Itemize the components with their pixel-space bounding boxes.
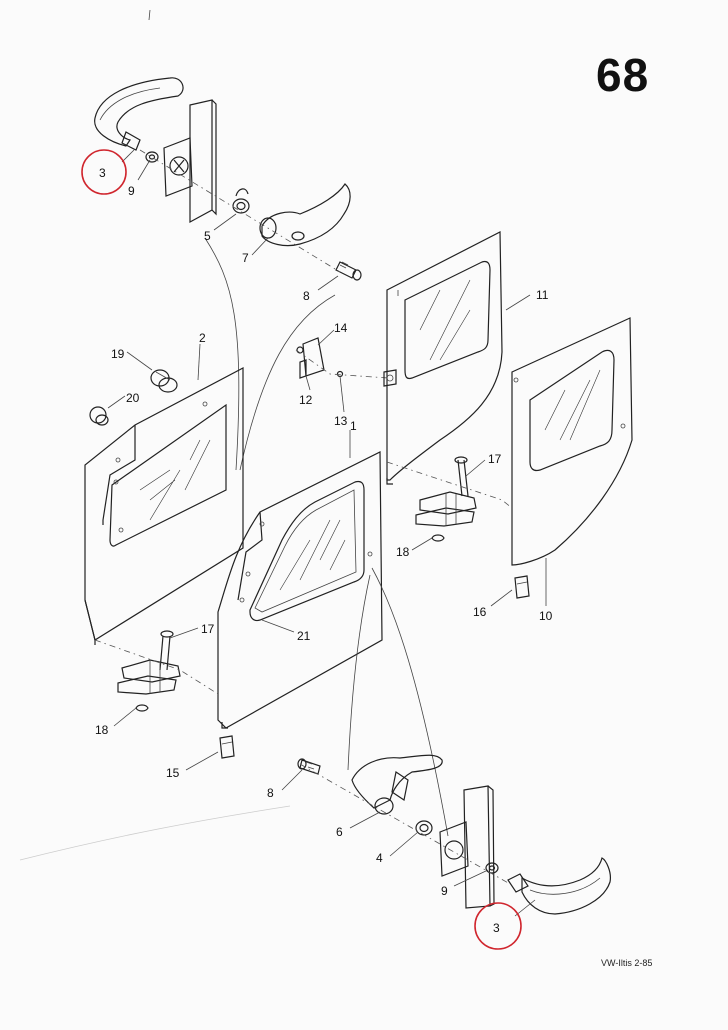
label-7: 7 <box>242 251 249 265</box>
top-door-post <box>163 99 217 224</box>
clip-18-upper <box>431 534 445 542</box>
guide-curve-1 <box>204 237 240 471</box>
hinge-pin-17-upper <box>415 456 477 527</box>
label-21: 21 <box>297 629 311 643</box>
top-door-handle <box>94 77 184 151</box>
top-spring-5 <box>232 188 250 214</box>
stop-block-15 <box>219 735 235 759</box>
label-14: 14 <box>334 321 348 335</box>
bottom-inner-handle-6 <box>351 754 443 815</box>
label-15: 15 <box>166 766 180 780</box>
label-20: 20 <box>126 391 140 405</box>
label-10: 10 <box>539 609 553 623</box>
label-5: 5 <box>204 229 211 243</box>
label-19: 19 <box>111 347 125 361</box>
label-17-upper: 17 <box>488 452 502 466</box>
door-panel-10 <box>511 317 633 566</box>
label-4: 4 <box>376 851 383 865</box>
label-3-top: 3 <box>99 166 106 180</box>
stop-block-16 <box>514 575 530 599</box>
axis-hinge <box>295 349 389 379</box>
leader-lines <box>107 149 547 917</box>
label-8-bottom: 8 <box>267 786 274 800</box>
top-washer-9 <box>145 151 159 163</box>
top-screw-8 <box>335 261 362 281</box>
scan-streak <box>19 805 291 861</box>
label-8-top: 8 <box>303 289 310 303</box>
label-18-upper: 18 <box>396 545 410 559</box>
bump-stop-19 <box>150 369 178 393</box>
axis-top-handle <box>139 149 341 273</box>
label-9-top: 9 <box>128 184 135 198</box>
label-2: 2 <box>199 331 206 345</box>
footer-code: VW-Iltis 2-85 <box>601 958 653 968</box>
label-18-lower: 18 <box>95 723 109 737</box>
page-number: 68 <box>596 49 650 101</box>
label-12: 12 <box>299 393 313 407</box>
bottom-screw-8 <box>297 758 321 775</box>
highlight-ring-bottom <box>474 902 522 950</box>
guide-curve-3 <box>371 567 449 837</box>
label-16: 16 <box>473 605 487 619</box>
axis-hinge-upper <box>386 461 513 509</box>
scan-mark <box>148 9 151 21</box>
door-panel-11 <box>383 231 503 485</box>
top-inner-handle-7 <box>259 183 351 247</box>
bottom-spring-4 <box>415 820 433 836</box>
axis-bottom-handle <box>299 763 511 885</box>
highlight-ring-top <box>81 149 127 195</box>
bump-stop-20 <box>89 406 109 426</box>
label-3-bottom: 3 <box>493 921 500 935</box>
bottom-door-post <box>439 785 495 909</box>
label-17-lower: 17 <box>201 622 215 636</box>
axis-hinge-lower <box>94 639 219 695</box>
guide-curve-4 <box>347 574 371 771</box>
label-11: 11 <box>536 288 549 302</box>
bottom-washer-9 <box>485 862 499 874</box>
guide-curve-2 <box>239 294 336 471</box>
door-panel-1 <box>217 451 383 729</box>
label-13: 13 <box>334 414 348 428</box>
clip-18-lower <box>135 704 149 712</box>
part-number-labels: 3 9 5 7 8 2 19 20 14 12 13 11 1 17 18 16… <box>95 166 553 935</box>
hinge-pin-17-lower <box>117 630 181 695</box>
door-panel-2 <box>84 367 244 645</box>
bottom-door-handle <box>507 857 611 915</box>
label-9-bottom: 9 <box>441 884 448 898</box>
label-1: 1 <box>350 419 357 433</box>
label-6: 6 <box>336 825 343 839</box>
hinge-part-14 <box>296 337 344 379</box>
